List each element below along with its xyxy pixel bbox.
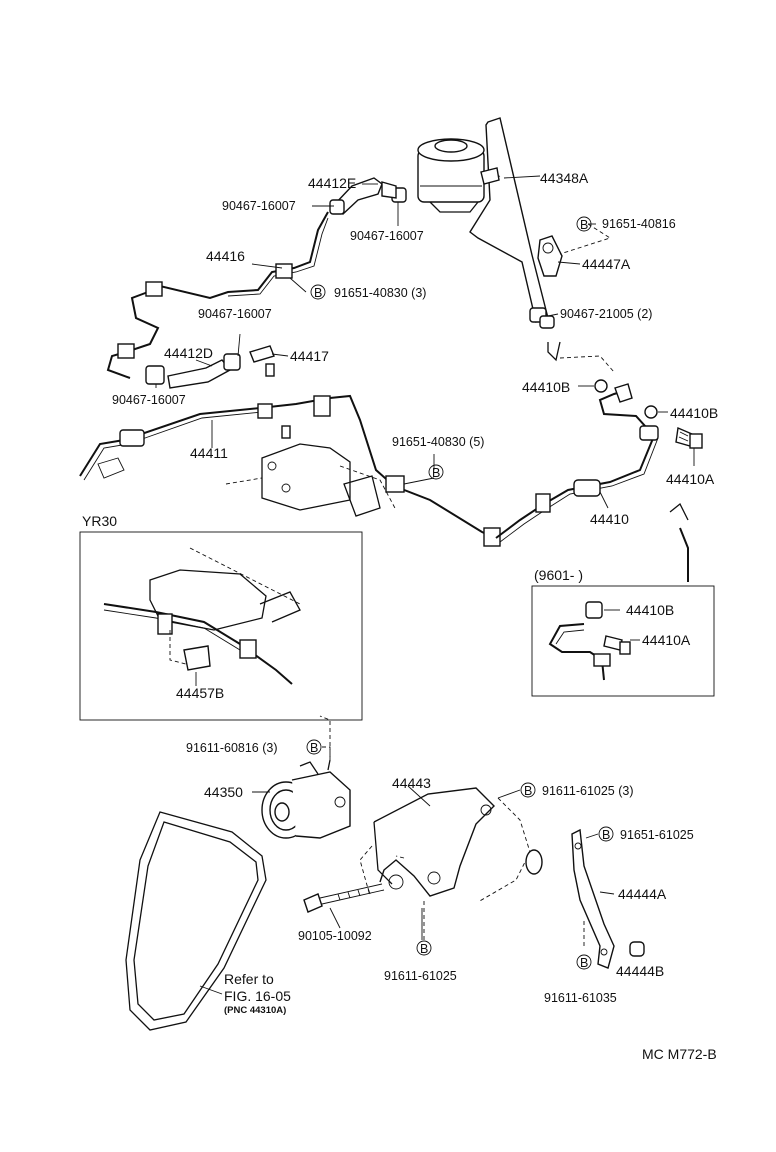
label-44410A-b: 44410A: [642, 632, 691, 648]
bracket-lines-40830-5: [403, 477, 435, 485]
svg-text:B: B: [580, 218, 588, 232]
steering-gear-housing: [225, 425, 397, 517]
bracket-44443: [359, 787, 543, 903]
b-marker-91651-40816: B: [576, 216, 592, 232]
union-44417: [249, 345, 275, 377]
b-marker-91611-61025: B: [416, 940, 432, 956]
dash-91611-60816: [322, 746, 331, 760]
return-hose-44348A: [469, 117, 549, 323]
label-44411: 44411: [190, 445, 228, 461]
svg-text:B: B: [602, 828, 610, 842]
pressure-line-44416: [106, 211, 329, 379]
figure-code: MC M772-B: [642, 1046, 717, 1062]
label-44457B: 44457B: [176, 685, 224, 701]
label-44444A: 44444A: [618, 886, 667, 902]
label-44410: 44410: [590, 511, 629, 527]
yr30-inset-frame: [79, 531, 363, 721]
return-tube-44410: [495, 383, 659, 543]
b-marker-91611-60816: B: [306, 739, 322, 755]
label-44447A: 44447A: [582, 256, 631, 272]
label-91611-61025-3: 91611-61025 (3): [542, 784, 634, 798]
date-inset-drawing: [548, 601, 640, 681]
stay-44444A: [571, 828, 645, 969]
b-marker-91651-40830-3: B: [310, 284, 326, 300]
label-44410B-a: 44410B: [522, 379, 570, 395]
bolt-90105-10092: [303, 883, 385, 929]
leader-lines-top: [155, 175, 695, 509]
label-90467-16007-b: 90467-16007: [350, 229, 424, 243]
label-yr30: YR30: [82, 513, 117, 529]
bracket-phantom: [547, 341, 615, 373]
label-90467-16007-a: 90467-16007: [222, 199, 296, 213]
svg-text:B: B: [420, 942, 428, 956]
label-refer-to: Refer to: [224, 971, 274, 987]
label-44417: 44417: [290, 348, 329, 364]
svg-text:B: B: [314, 286, 322, 300]
b-marker-91611-61035: B: [576, 954, 592, 970]
clamp-44447A: [537, 235, 563, 277]
b-marker-91651-61025: B: [598, 826, 614, 842]
label-fig-ref: FIG. 16-05: [224, 988, 291, 1004]
svg-text:B: B: [432, 466, 440, 480]
pump-44350: [261, 715, 351, 839]
arrow-to-fitting: [669, 502, 689, 582]
label-pnc-ref: (PNC 44310A): [224, 1005, 286, 1016]
yr30-inset-drawing: [103, 547, 301, 686]
label-44444B: 44444B: [616, 963, 664, 979]
date-inset-frame: [531, 585, 715, 697]
label-91651-40830-3: 91651-40830 (3): [334, 286, 426, 300]
label-90467-21005: 90467-21005 (2): [560, 307, 652, 321]
fittings-44410: [594, 379, 703, 449]
label-44416: 44416: [206, 248, 245, 264]
svg-text:B: B: [580, 956, 588, 970]
label-91611-61035: 91611-61035: [544, 991, 617, 1005]
label-44443: 44443: [392, 775, 431, 791]
label-91611-61025: 91611-61025: [384, 969, 457, 983]
hose-44412E: [329, 177, 407, 215]
label-90105-10092: 90105-10092: [298, 929, 372, 943]
label-91651-40816: 91651-40816: [602, 217, 676, 231]
label-date-range: (9601- ): [534, 567, 583, 583]
label-44348A: 44348A: [540, 170, 589, 186]
label-44410B-c: 44410B: [626, 602, 674, 618]
label-91611-60816: 91611-60816 (3): [186, 741, 278, 755]
svg-text:B: B: [524, 784, 532, 798]
leader-lines-bottom: [199, 785, 615, 995]
label-44350: 44350: [204, 784, 243, 800]
pressure-tube-44411: [79, 394, 501, 547]
label-90467-16007-d: 90467-16007: [112, 393, 186, 407]
label-44410A: 44410A: [666, 471, 715, 487]
svg-text:B: B: [310, 741, 318, 755]
label-44412E: 44412E: [308, 175, 356, 191]
label-90467-16007-c: 90467-16007: [198, 307, 272, 321]
label-91651-61025: 91651-61025: [620, 828, 694, 842]
b-marker-91611-61025-3: B: [520, 782, 536, 798]
reservoir-tank: [417, 138, 485, 213]
label-44410B-b: 44410B: [670, 405, 718, 421]
clip-90467-21005: [529, 307, 555, 329]
label-91651-40830-5: 91651-40830 (5): [392, 435, 484, 449]
b-marker-91651-40830-5: B: [428, 464, 444, 480]
hose-44412D: [145, 353, 241, 389]
label-44412D: 44412D: [164, 345, 213, 361]
belt: [125, 811, 267, 1031]
